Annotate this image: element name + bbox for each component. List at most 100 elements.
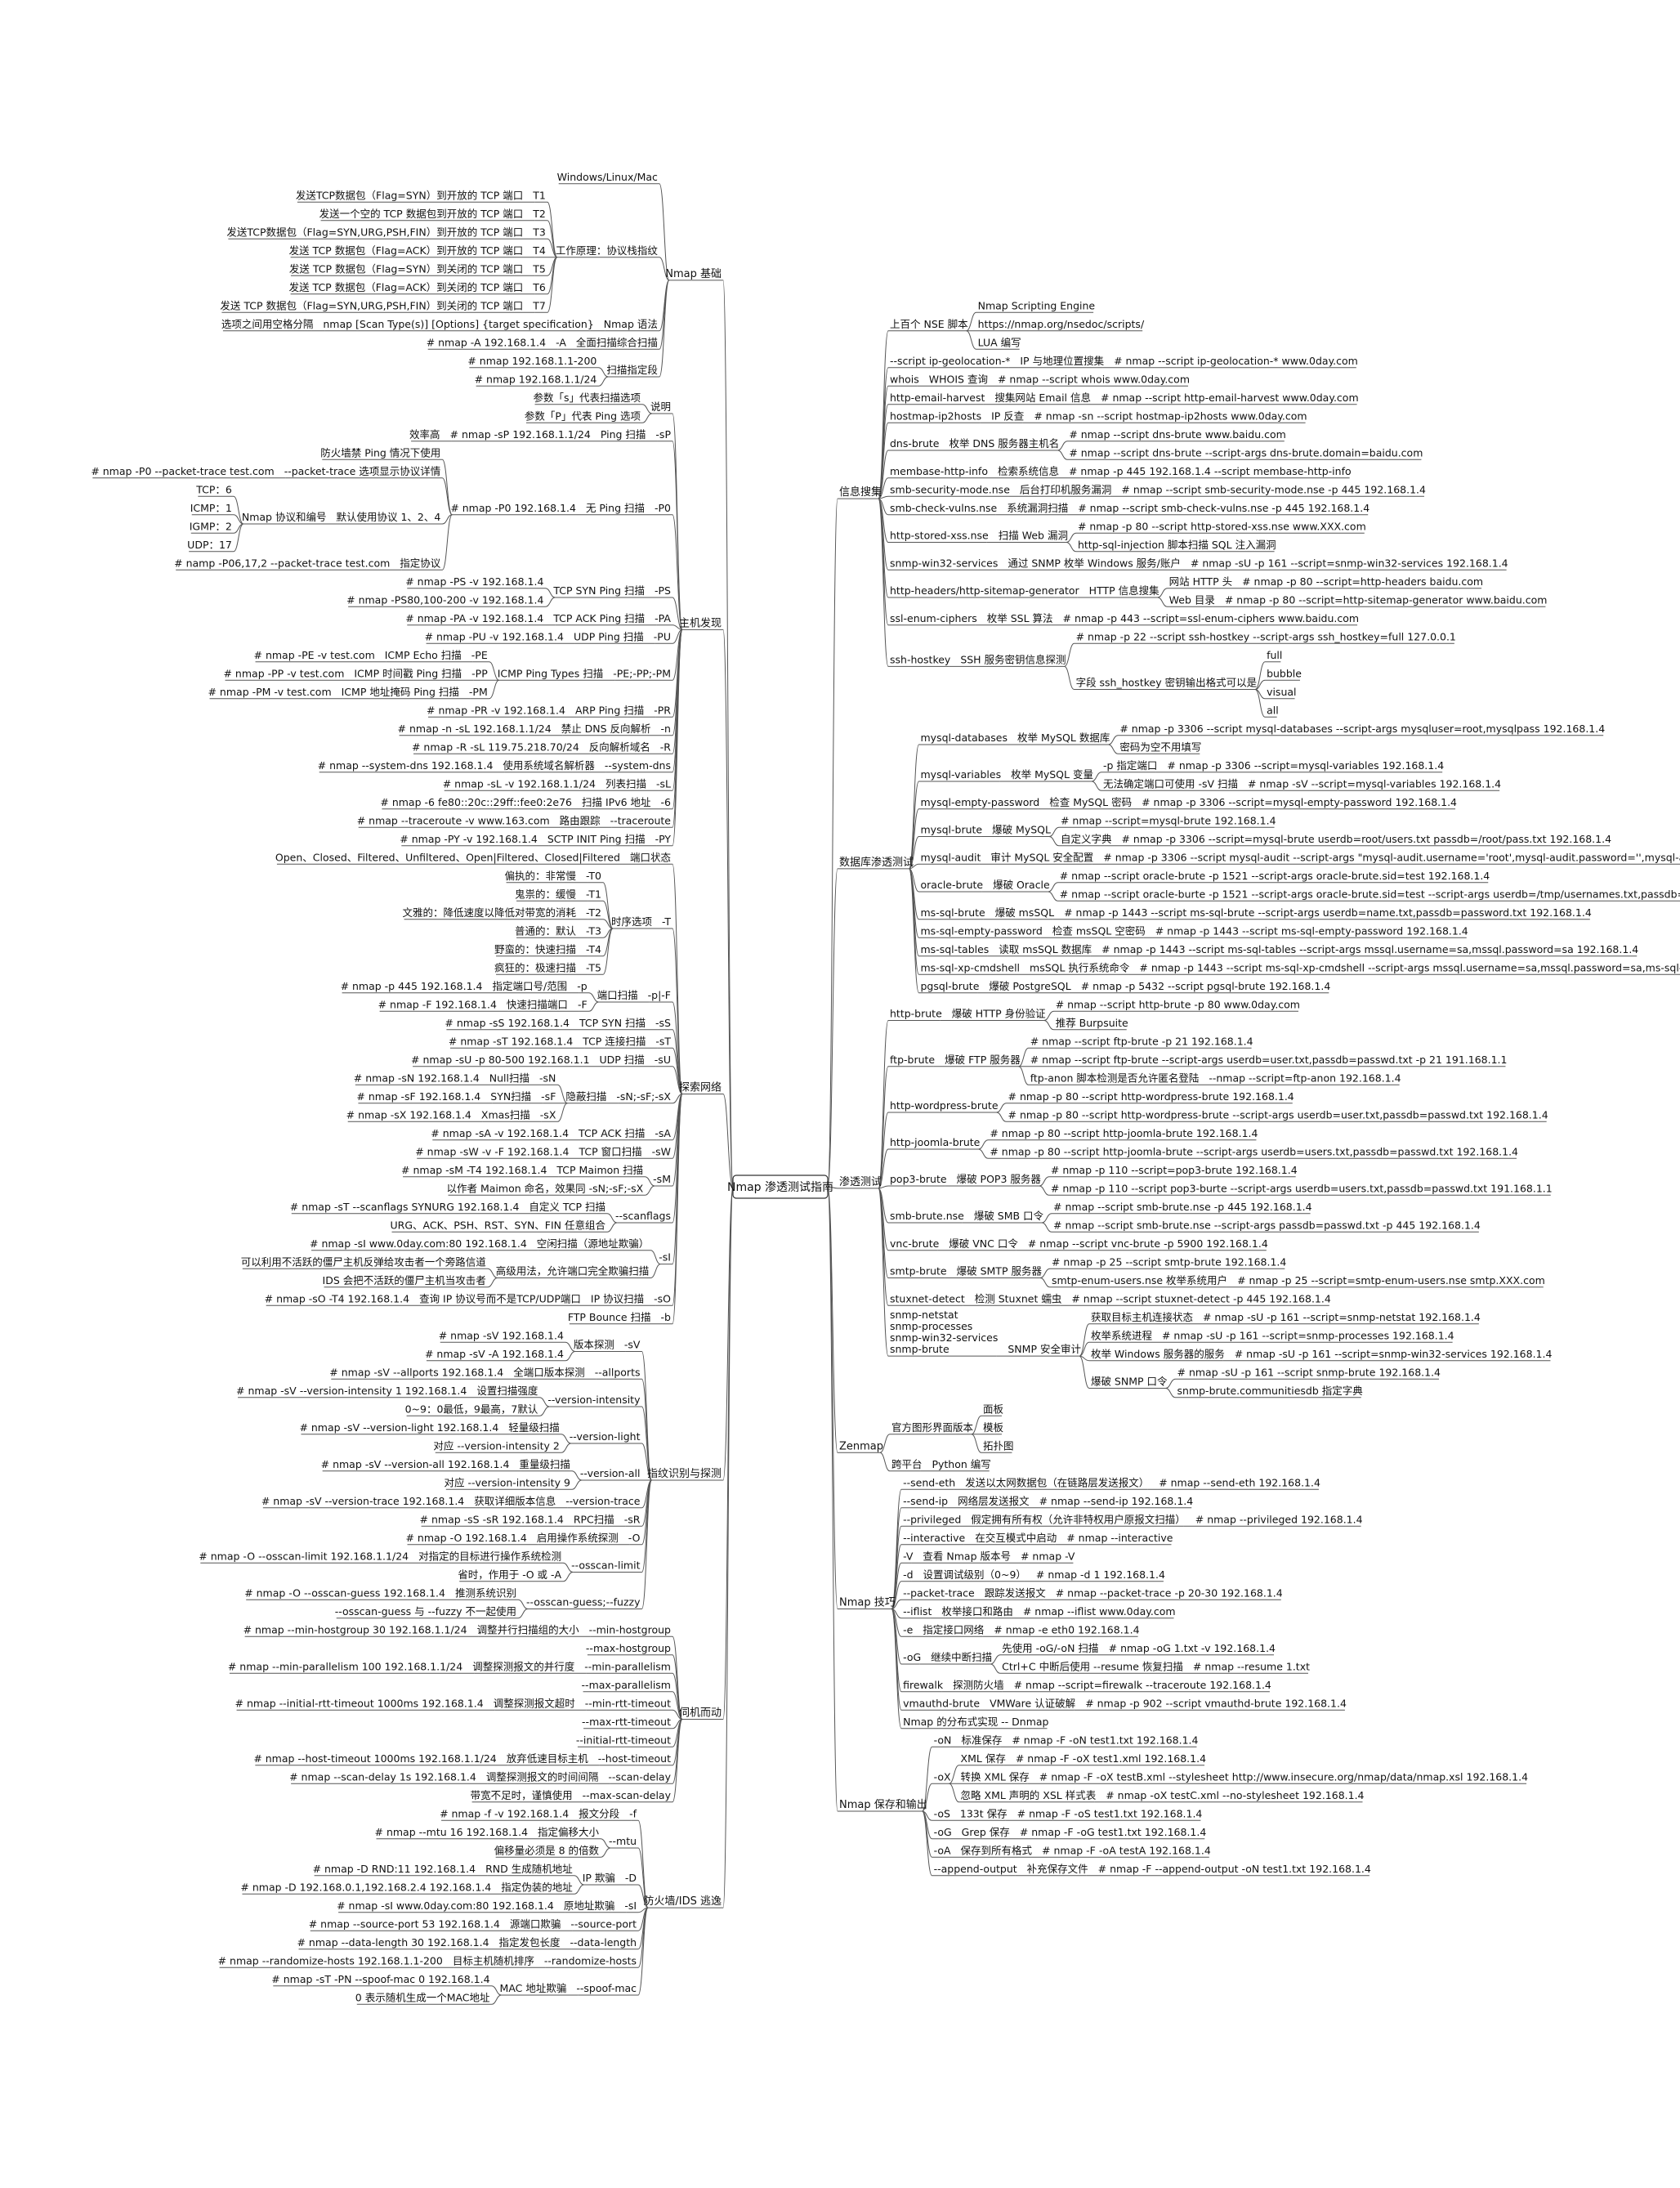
node-label: 参数「P」代表 Ping 选项 — [525, 409, 641, 422]
node-label: -sL — [656, 777, 671, 790]
node-label: 获取详细版本信息 — [474, 1495, 556, 1507]
edge — [971, 1415, 1002, 1435]
node-label: 获取目标主机连接状态 — [1091, 1311, 1193, 1323]
node-label: -PE;-PP;-PM — [613, 667, 671, 679]
node-label: 忽略 XML 声明的 XSL 样式表 — [961, 1789, 1097, 1801]
edge — [978, 1139, 1257, 1150]
node-label: # nmap 192.168.1.1-200 — [467, 355, 596, 367]
node-label: 时序选项 — [611, 915, 652, 928]
edge — [459, 1572, 574, 1582]
edge — [324, 1277, 498, 1288]
edge — [1043, 1010, 1298, 1021]
edge — [891, 1581, 912, 1609]
node-label: # nmap -sS -sR 192.168.1.4 — [420, 1513, 564, 1525]
node-label: 审计 MySQL 安全配置 — [990, 851, 1093, 863]
node-label: 默认使用协议 1、2、4 — [336, 511, 440, 523]
node-label: -n — [661, 723, 671, 735]
edge — [539, 1838, 611, 1849]
node-label: --send-eth — [903, 1476, 955, 1488]
edge — [978, 1148, 1517, 1159]
node-label: 爆破 SMTP 服务器 — [957, 1265, 1043, 1277]
node-label: LUA 编写 — [978, 336, 1021, 348]
node-label: # nmap -p 445 192.168.1.4 — [341, 980, 483, 992]
node-label: 网络层发送报文 — [958, 1495, 1030, 1507]
root-node[interactable]: Nmap 渗透测试指南 — [727, 1175, 833, 1199]
node-label: UDP Ping 扫描 — [574, 630, 644, 642]
node-label: IP 欺骗 — [583, 1872, 615, 1884]
node-label: URG、ACK、PSH、RST、SYN、FIN 任意组合 — [390, 1219, 605, 1231]
node-label: # nmap -sV --version-intensity 1 192.168… — [236, 1385, 467, 1397]
node-label: pgsql-brute — [921, 980, 980, 992]
node-label: # nmap -PS80,100-200 -v 192.168.1.4 — [346, 593, 543, 606]
node-label: 重量级扫描 — [519, 1458, 570, 1470]
node-label: --version-trace — [565, 1495, 641, 1507]
edge — [472, 661, 499, 681]
node-label: ms-sql-empty-password — [921, 924, 1043, 937]
node-label: 隐蔽扫描 — [565, 1090, 606, 1103]
edge — [1157, 588, 1231, 598]
edge — [878, 1112, 997, 1189]
node-label: -A — [556, 336, 566, 348]
node-label: # nmap -sU -p 80-500 192.168.1.1 — [411, 1054, 589, 1066]
node-label: RPC扫描 — [574, 1513, 614, 1525]
edge — [990, 1654, 1097, 1665]
node-label: T2 — [532, 208, 546, 220]
node-label: --max-parallelism — [582, 1679, 671, 1691]
node-label: http-wordpress-brute — [890, 1099, 999, 1112]
node-label: # nmap -p 80 --script http-joomla-brute … — [990, 1127, 1258, 1139]
node-label: # nmap -F 192.168.1.4 — [378, 998, 497, 1010]
node-label: 网站 HTTP 头 — [1169, 575, 1232, 588]
node-label: --scan-delay — [608, 1770, 671, 1783]
node-label: -oG — [934, 1826, 952, 1838]
node-label: -f — [629, 1807, 637, 1819]
node-label: 发送 TCP 数据包（Flag=SYN）到关闭的 TCP 端口 — [289, 262, 523, 275]
edge — [541, 1084, 568, 1104]
node-label: # nmap -p 3306 --script=mysql-brute user… — [1121, 833, 1611, 845]
node-label: 字段 ssh_hostkey 密钥输出格式可以是 — [1076, 677, 1258, 689]
node-label: -PS — [655, 584, 671, 597]
edge — [1064, 665, 1256, 690]
node-label: Nmap 语法 — [604, 318, 658, 330]
node-label: -T4 — [586, 943, 601, 955]
node-label: # nmap -sV --version-all 192.168.1.4 — [321, 1458, 510, 1470]
node-label: 可以利用不活跃的僵尸主机反弹给攻击者一个旁路信道 — [241, 1255, 487, 1268]
node-label: -V — [903, 1550, 914, 1562]
node-label: --allports — [595, 1366, 641, 1378]
edge — [391, 1222, 618, 1233]
edge — [990, 1663, 1182, 1674]
node-label: --min-parallelism — [584, 1660, 671, 1672]
node-label: -d — [903, 1568, 913, 1581]
node-label: # nmap --min-hostgroup 30 192.168.1.1/24 — [244, 1623, 467, 1635]
node-label: 检查 msSQL 空密码 — [1052, 924, 1146, 937]
edge — [1018, 1047, 1252, 1067]
node-label: 使用系统域名解析器 — [503, 759, 595, 772]
edge — [1057, 450, 1422, 460]
node-label: 调整探测报文超时 — [494, 1697, 576, 1709]
node-label: # nmap -sP 192.168.1.1/24 — [450, 428, 591, 441]
node-label: mysql-brute — [921, 824, 983, 836]
node-label: --interactive — [903, 1532, 965, 1544]
node-label: msSQL 执行系统命令 — [1030, 961, 1130, 973]
edge — [1079, 1323, 1191, 1357]
node-label: --initial-rtt-timeout — [576, 1734, 671, 1746]
edge — [656, 597, 683, 630]
node-label: -T0 — [586, 870, 601, 882]
node-label: # nmap -p 80 --script=http-sitemap-gener… — [1225, 593, 1548, 606]
node-label: -p — [577, 980, 588, 992]
node-label: # nmap --min-parallelism 100 192.168.1.1… — [228, 1660, 462, 1672]
branch-label: Nmap 保存和输出 — [839, 1798, 927, 1811]
node-label: -sP — [655, 428, 671, 441]
node-label: SNMP 安全审计 — [1008, 1343, 1081, 1355]
node-label: --host-timeout — [598, 1752, 671, 1765]
edge — [1254, 661, 1281, 690]
edge — [456, 1599, 529, 1609]
branch-label: 主机发现 — [679, 616, 722, 629]
node-label: 省时，作用于 -O 或 -A — [458, 1568, 561, 1581]
node-label: TCP SYN Ping 扫描 — [552, 584, 645, 597]
node-label: 调整探测报文的并行度 — [472, 1660, 575, 1672]
node-label: ICMP Ping Types 扫描 — [498, 667, 603, 679]
node-label: 对应 --version-intensity 2 — [433, 1439, 559, 1452]
node-label: # nmap --script ftp-brute --script-args … — [1030, 1054, 1508, 1066]
node-label: # nmap -p 80 --script http-wordpress-bru… — [1008, 1090, 1294, 1103]
edge — [655, 1066, 683, 1094]
